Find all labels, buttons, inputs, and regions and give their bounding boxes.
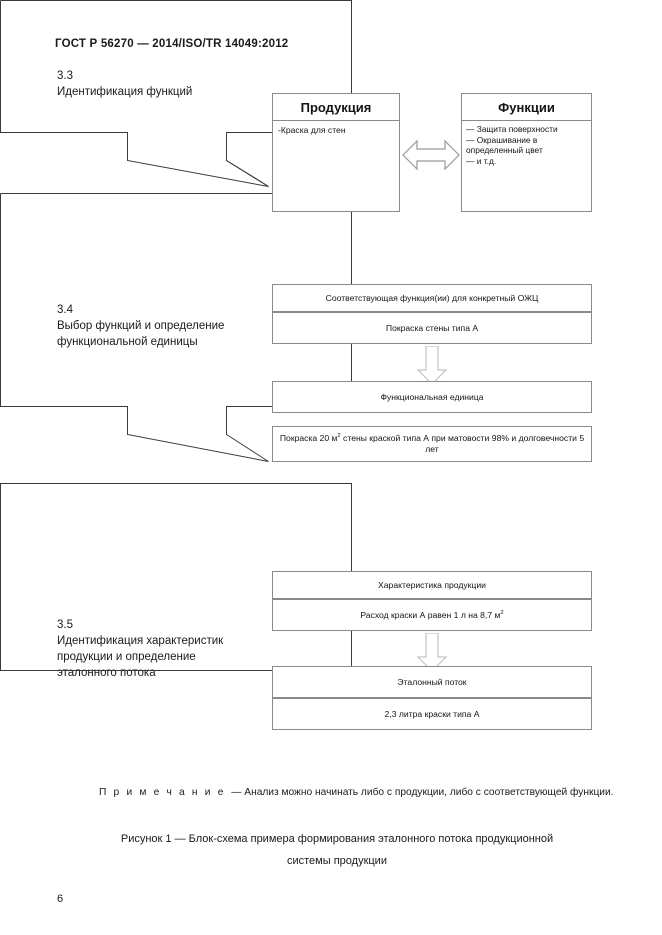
figure-caption-line-1: Рисунок 1 — Блок-схема примера формирова… <box>120 833 554 845</box>
stage2-box2-value: Покраска 20 м2 стены краской типа А при … <box>272 426 592 462</box>
function-item-2: — и т.д. <box>466 155 497 166</box>
stage2-box1-value: Покраска стены типа А <box>272 312 592 344</box>
down-arrow-icon <box>416 346 448 385</box>
function-item-0: — Защита поверхности <box>466 124 558 134</box>
note-text: Анализ можно начинать либо с продукции, … <box>244 787 614 798</box>
stage3-box1-value: Расход краски А равен 1 л на 8,7 м2 <box>272 599 592 631</box>
document-standard-header: ГОСТ Р 56270 — 2014/ISO/TR 14049:2012 <box>55 38 289 50</box>
product-box-title: Продукция <box>272 93 400 120</box>
figure-caption: Рисунок 1 — Блок-схема примера формирова… <box>57 828 617 872</box>
section-label-3-3: 3.3 Идентификация функций <box>57 68 247 100</box>
stage3-box1-value-text: Расход краски А равен 1 л на 8,7 м2 <box>360 609 504 620</box>
page-number: 6 <box>57 893 64 905</box>
stage3-box1-header: Характеристика продукции <box>272 571 592 599</box>
functions-box-title: Функции <box>461 93 592 120</box>
stage3-box2-header: Эталонный поток <box>272 666 592 698</box>
note-dash: — <box>231 787 242 798</box>
stage2-box2-value-text: Покраска 20 м2 стены краской типа А при … <box>279 433 585 454</box>
stage3-box2-value: 2,3 литра краски типа А <box>272 698 592 730</box>
section-number: 3.4 <box>57 304 73 316</box>
section-label-3-5: 3.5 Идентификация характеристик продукци… <box>57 617 247 681</box>
note-label: П р и м е ч а н и е <box>99 787 226 798</box>
stage2-box2-header: Функциональная единица <box>272 381 592 413</box>
section-number: 3.5 <box>57 619 73 631</box>
product-box-item: -Краска для стен <box>272 120 400 212</box>
double-headed-arrow-icon <box>402 139 460 171</box>
functions-box-items: — Защита поверхности — Окрашивание в опр… <box>461 120 592 212</box>
figure-caption-line-2: системы продукции <box>287 855 387 867</box>
note-block: П р и м е ч а н и е — Анализ можно начин… <box>57 785 617 800</box>
down-arrow-icon <box>416 633 448 672</box>
section-title: Идентификация характеристик продукции и … <box>57 635 224 679</box>
stage2-box1-header: Соответствующая функция(ии) для конкретн… <box>272 284 592 312</box>
section-label-3-4: 3.4 Выбор функций и определение функцион… <box>57 302 247 350</box>
section-title: Выбор функций и определение функциональн… <box>57 320 225 348</box>
function-item-1: — Окрашивание в определенный цвет <box>466 134 543 156</box>
section-title: Идентификация функций <box>57 86 193 98</box>
section-number: 3.3 <box>57 70 73 82</box>
